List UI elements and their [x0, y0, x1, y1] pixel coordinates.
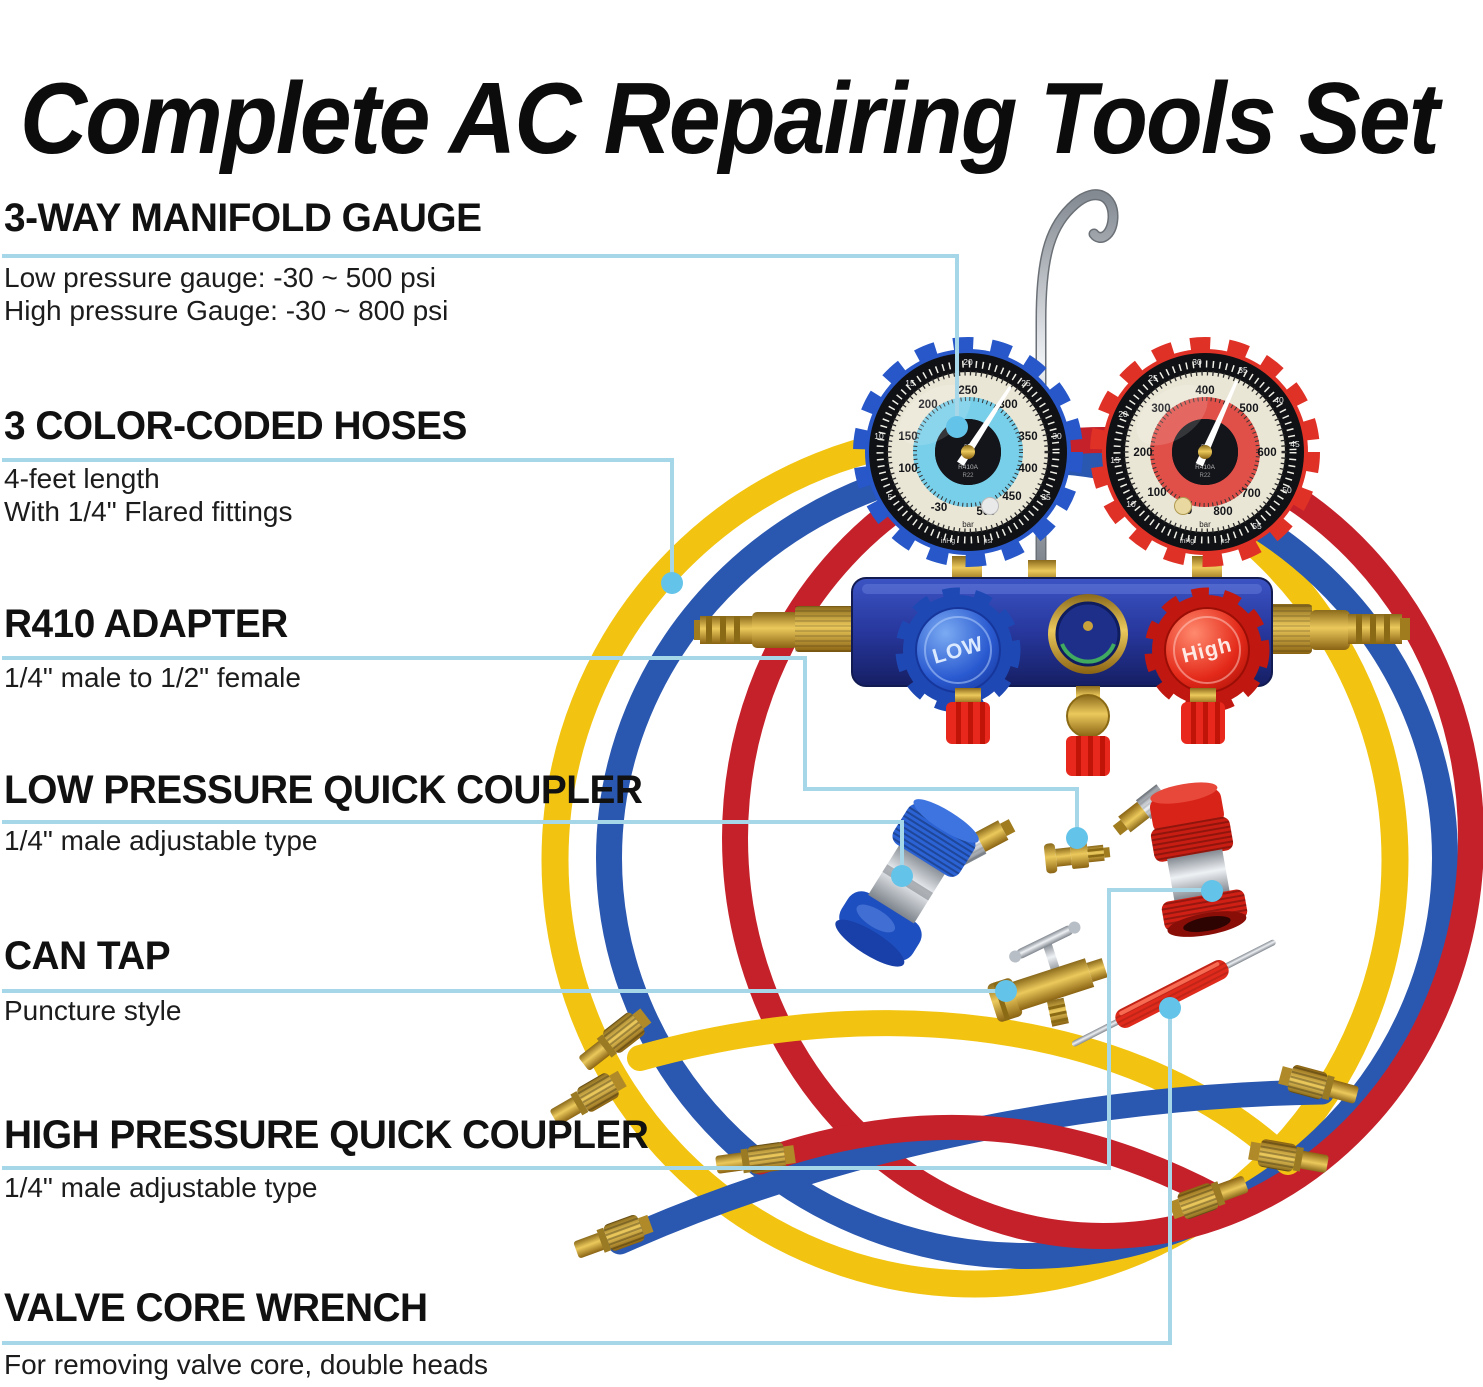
section-heading: 3 COLOR-CODED HOSES [4, 404, 467, 448]
section-line: For removing valve core, double heads [4, 1349, 489, 1380]
section-line: Low pressure gauge: -30 ~ 500 psi [4, 262, 436, 293]
svg-text:250: 250 [958, 385, 977, 397]
section-line: 1/4" male adjustable type [4, 1172, 318, 1203]
high-gauge-ref2: R22 [1199, 473, 1211, 479]
low-gauge-ref2: R22 [962, 473, 974, 479]
section-can-tap: CAN TAP [4, 934, 175, 979]
r410-adapter [1043, 841, 1111, 874]
center-valve-disc [1066, 694, 1110, 738]
svg-text:400: 400 [1018, 463, 1037, 475]
section-high-coupler: HIGH PRESSURE QUICK COUPLER [4, 1113, 668, 1158]
low-gauge-bar-unit: bar [962, 520, 974, 529]
high-gauge-needle [1195, 380, 1239, 467]
svg-text:500: 500 [1239, 403, 1258, 415]
section-heading: LOW PRESSURE QUICK COUPLER [4, 768, 643, 812]
svg-text:400: 400 [1195, 385, 1214, 397]
section-line: High pressure Gauge: -30 ~ 800 psi [4, 295, 449, 326]
high-gauge-psi-unit: psi [1221, 538, 1230, 545]
svg-text:600: 600 [1257, 447, 1276, 459]
svg-text:20: 20 [963, 357, 973, 367]
section-manifold-gauge-body: Low pressure gauge: -30 ~ 500 psi High p… [4, 261, 448, 327]
low-gauge-ref1: R410A [958, 464, 979, 471]
svg-text:200: 200 [1133, 447, 1152, 459]
section-low-coupler-body: 1/4" male adjustable type [4, 824, 317, 857]
high-pressure-quick-coupler [1112, 782, 1248, 937]
section-low-coupler: LOW PRESSURE QUICK COUPLER [4, 768, 662, 813]
low-gauge-inhg-unit: inHg [941, 538, 956, 545]
section-heading: HIGH PRESSURE QUICK COUPLER [4, 1113, 649, 1157]
svg-text:55: 55 [1252, 521, 1262, 531]
valve-core-wrench [1071, 939, 1276, 1047]
section-heading: CAN TAP [4, 934, 171, 978]
section-manifold-gauge: 3-WAY MANIFOLD GAUGE [4, 196, 496, 241]
svg-text:100: 100 [898, 463, 917, 475]
section-heading: VALVE CORE WRENCH [4, 1286, 428, 1330]
svg-text:40: 40 [1274, 395, 1284, 405]
high-gauge-stud [1174, 497, 1192, 515]
svg-text:-30: -30 [931, 502, 948, 514]
svg-text:35: 35 [1041, 492, 1051, 502]
section-hoses: 3 COLOR-CODED HOSES [4, 404, 481, 449]
sight-glass [1048, 594, 1128, 674]
section-line: With 1/4" Flared fittings [4, 496, 293, 527]
svg-text:25: 25 [1021, 378, 1031, 388]
section-line: Puncture style [4, 995, 182, 1026]
svg-text:10: 10 [874, 431, 884, 441]
section-valve-wrench-body: For removing valve core, double heads [4, 1348, 488, 1381]
low-gauge-stud [981, 497, 999, 515]
page-title: Complete AC Repairing Tools Set [20, 62, 1440, 175]
svg-text:150: 150 [898, 431, 917, 443]
section-line: 1/4" male to 1/2" female [4, 662, 301, 693]
low-pressure-quick-coupler [835, 799, 1016, 967]
svg-text:25: 25 [1148, 373, 1158, 383]
section-hoses-body: 4-feet length With 1/4" Flared fittings [4, 462, 293, 528]
svg-text:800: 800 [1213, 506, 1232, 518]
section-line: 1/4" male adjustable type [4, 825, 318, 856]
svg-text:45: 45 [1290, 439, 1300, 449]
svg-text:300: 300 [998, 399, 1017, 411]
svg-text:30: 30 [1052, 431, 1062, 441]
section-r410-adapter: R410 ADAPTER [4, 602, 297, 647]
hanging-hook [1035, 189, 1119, 572]
svg-text:50: 50 [1282, 485, 1292, 495]
svg-text:10: 10 [1126, 499, 1136, 509]
low-gauge-psi-unit: psi [984, 538, 993, 545]
section-high-coupler-body: 1/4" male adjustable type [4, 1171, 317, 1204]
section-heading: R410 ADAPTER [4, 602, 288, 646]
right-side-fitting [1266, 604, 1410, 654]
svg-text:35: 35 [1238, 365, 1248, 375]
left-side-fitting [694, 606, 855, 652]
svg-text:20: 20 [1118, 409, 1128, 419]
high-gauge-ref1: R410A [1195, 464, 1216, 471]
svg-text:15: 15 [1110, 455, 1120, 465]
svg-text:300: 300 [1151, 403, 1170, 415]
svg-text:700: 700 [1241, 488, 1260, 500]
color-coded-hoses [541, 422, 1483, 1298]
svg-text:5: 5 [888, 492, 893, 502]
high-gauge-bar-scale: 10 15 20 25 30 35 40 45 50 55 [1110, 357, 1300, 531]
section-r410-adapter-body: 1/4" male to 1/2" female [4, 661, 301, 694]
section-can-tap-body: Puncture style [4, 994, 181, 1027]
svg-text:350: 350 [1018, 431, 1037, 443]
svg-text:100: 100 [1147, 487, 1166, 499]
high-gauge-inhg-unit: inHg [1180, 538, 1195, 545]
section-valve-wrench: VALVE CORE WRENCH [4, 1286, 441, 1331]
svg-text:15: 15 [905, 378, 915, 388]
section-line: 4-feet length [4, 463, 160, 494]
svg-text:450: 450 [1002, 491, 1021, 503]
section-heading: 3-WAY MANIFOLD GAUGE [4, 196, 482, 240]
svg-text:30: 30 [1192, 357, 1202, 367]
high-knob: High [1144, 587, 1270, 713]
high-gauge-bar-unit: bar [1199, 520, 1211, 529]
